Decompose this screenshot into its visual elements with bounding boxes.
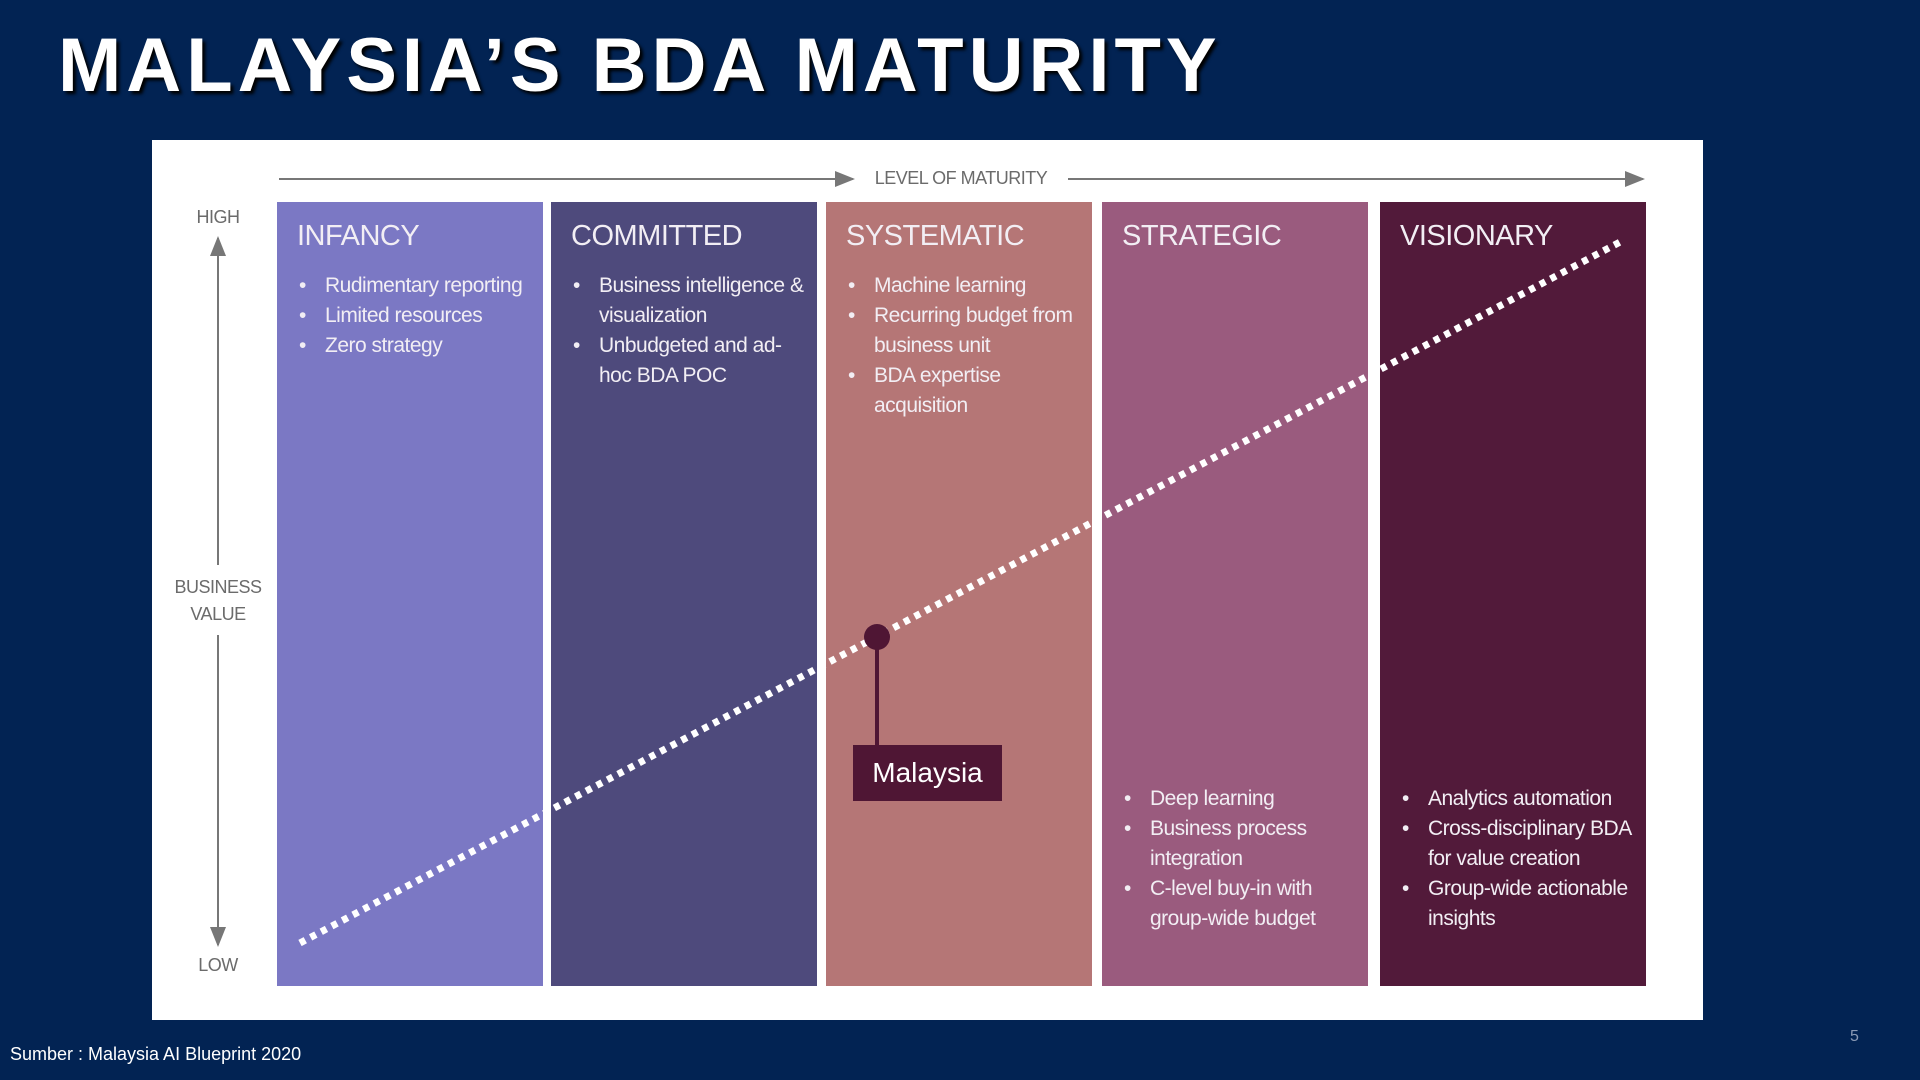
- stage-bullet: Cross-disciplinary BDA for value creatio…: [1400, 814, 1634, 874]
- stage-title: SYSTEMATIC: [846, 220, 1025, 252]
- y-axis-high: HIGH: [196, 207, 241, 227]
- stage-bullet: Zero strategy: [297, 331, 531, 361]
- stage-column-infancy: INFANCY Rudimentary reportingLimited reso…: [277, 202, 543, 986]
- page-number: 5: [1850, 1028, 1859, 1045]
- stage-bullets: Analytics automationCross-disciplinary B…: [1400, 784, 1634, 934]
- stage-title: COMMITTED: [571, 220, 743, 252]
- stage-bullet: Limited resources: [297, 301, 531, 331]
- stage-bullet: Deep learning: [1122, 784, 1356, 814]
- stage-bullet: Business process integration: [1122, 814, 1356, 874]
- stage-bullets: Machine learningRecurring budget from bu…: [846, 271, 1080, 421]
- stage-bullet: Business intelligence & visualization: [571, 271, 805, 331]
- title-bar: MALAYSIA’S BDA MATURITY: [0, 0, 1920, 140]
- stage-bullets: Deep learningBusiness process integratio…: [1122, 784, 1356, 934]
- stage-bullet: Machine learning: [846, 271, 1080, 301]
- y-axis-label-2: VALUE: [190, 604, 246, 624]
- y-axis-label-1: BUSINESS: [174, 577, 262, 597]
- stage-bullets: Rudimentary reportingLimited resourcesZe…: [297, 271, 531, 361]
- malaysia-marker-dot: [864, 624, 890, 650]
- stage-bullet: Recurring budget from business unit: [846, 301, 1080, 361]
- stage-bullet: Unbudgeted and ad-hoc BDA POC: [571, 331, 805, 391]
- stage-title: VISIONARY: [1400, 220, 1553, 252]
- stage-column-committed: COMMITTED Business intelligence & visuali…: [551, 202, 817, 986]
- stage-column-strategic: STRATEGIC Deep learningBusiness process i…: [1102, 202, 1368, 986]
- stage-column-visionary: VISIONARY Analytics automationCross-disci…: [1380, 202, 1646, 986]
- y-axis-low: LOW: [198, 955, 238, 975]
- stage-title: STRATEGIC: [1122, 220, 1282, 252]
- stage-bullet: Rudimentary reporting: [297, 271, 531, 301]
- slide-title: MALAYSIA’S BDA MATURITY: [58, 23, 1222, 108]
- stage-bullet: C-level buy-in with group-wide budget: [1122, 874, 1356, 934]
- stage-bullet: Group-wide actionable insights: [1400, 874, 1634, 934]
- source-text: Sumber : Malaysia AI Blueprint 2020: [10, 1044, 302, 1064]
- stage-bullet: BDA expertise acquisition: [846, 361, 1080, 421]
- maturity-trend-line: [298, 237, 1624, 947]
- x-axis-label: LEVEL OF MATURITY: [874, 168, 1048, 188]
- stage-title: INFANCY: [297, 220, 420, 252]
- stage-bullet: Analytics automation: [1400, 784, 1634, 814]
- malaysia-label: Malaysia: [853, 745, 1002, 801]
- stage-bullets: Business intelligence & visualizationUnb…: [571, 271, 805, 391]
